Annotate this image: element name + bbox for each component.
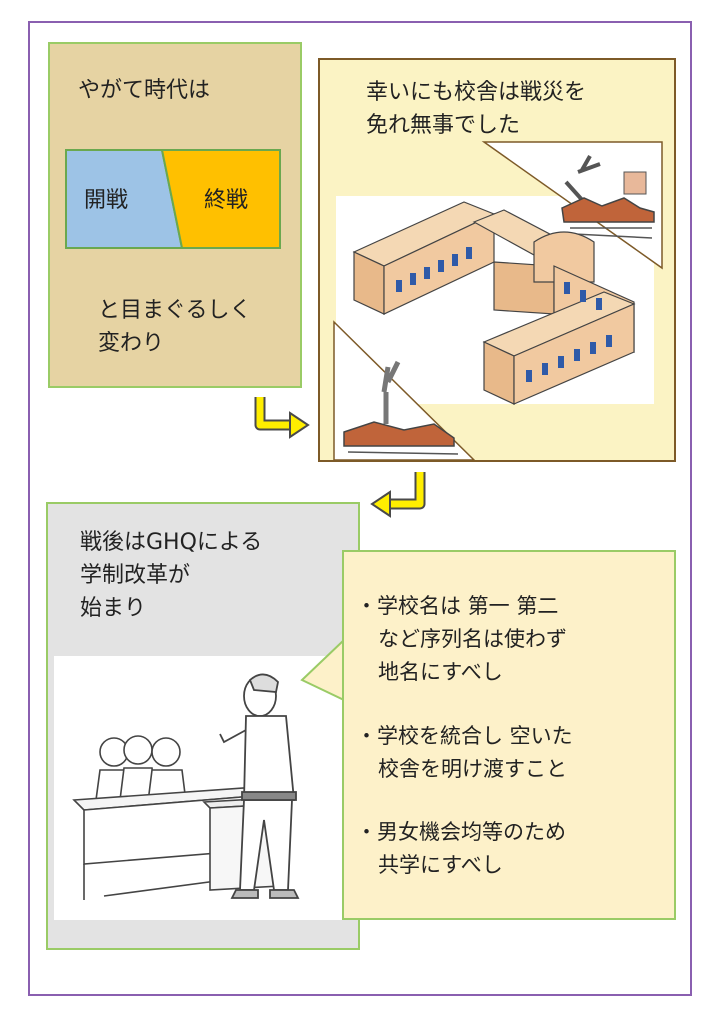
war-period-diagram — [65, 149, 281, 249]
panel3-caption-1: 戦後はGHQによる — [80, 530, 263, 555]
directive-1-line-2: など序列名は使わず — [378, 627, 567, 651]
flow-arrow-right-icon — [254, 397, 310, 439]
panel3-caption-3: 始まり — [80, 596, 147, 621]
war-start-label: 開戦 — [84, 188, 129, 213]
directive-2-line-1: ・学校を統合し 空いた — [356, 724, 573, 748]
directive-1-line-1: ・学校名は 第一 第二 — [356, 594, 559, 618]
panel1-heading: やがて時代は — [78, 78, 211, 103]
directive-2-line-2: 校舎を明け渡すこと — [378, 757, 567, 781]
flow-arrow-down-left-icon — [370, 472, 426, 518]
panel-ghq-reform: 戦後はGHQによる 学制改革が 始まり — [46, 502, 360, 950]
panel2-caption-1: 幸いにも校舎は戦災を — [366, 80, 587, 105]
war-end-block — [160, 149, 281, 249]
directive-1-line-3: 地名にすべし — [378, 660, 503, 684]
ghq-directive-speech-bubble: ・学校名は 第一 第二 など序列名は使わず 地名にすべし ・学校を統合し 空いた… — [342, 550, 676, 920]
panel1-caption-2: 変わり — [98, 331, 165, 356]
page-frame — [28, 21, 692, 996]
directive-3-line-2: 共学にすべし — [378, 853, 503, 877]
school-building-illustration — [333, 141, 663, 461]
ghq-officer-and-teachers-illustration — [54, 656, 360, 920]
war-end-label: 終戦 — [204, 188, 249, 213]
panel-school-survived: 幸いにも校舎は戦災を 免れ無事でした — [318, 58, 676, 462]
panel-era: やがて時代は 開戦 終戦 と目まぐるしく 変わり — [48, 42, 302, 388]
panel1-caption-1: と目まぐるしく — [98, 298, 252, 323]
panel2-caption-2: 免れ無事でした — [366, 113, 521, 138]
directive-3-line-1: ・男女機会均等のため — [356, 820, 566, 844]
panel3-caption-2: 学制改革が — [80, 563, 191, 588]
